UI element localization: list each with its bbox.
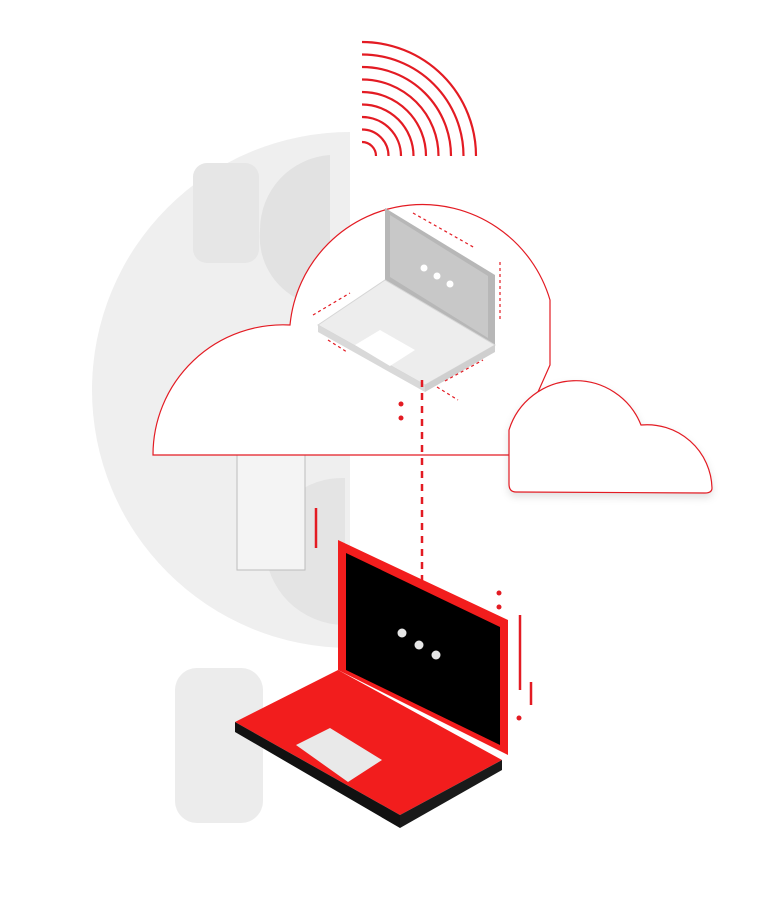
cloud-laptop-icon xyxy=(312,208,501,401)
signal-wave-arc xyxy=(361,140,378,157)
signal-wave-arc xyxy=(361,40,478,157)
signal-wave-arc xyxy=(361,115,403,157)
signal-wave-arc xyxy=(361,128,390,157)
signal-wave-arc xyxy=(361,78,440,157)
laptop-icon xyxy=(235,540,508,828)
small-cloud-icon xyxy=(508,380,713,494)
signal-wave-arc xyxy=(361,53,465,157)
gray-outline-block xyxy=(236,455,306,571)
gray-block-bottom xyxy=(175,668,263,823)
signal-wave-arc xyxy=(361,90,428,157)
signal-wave-arc xyxy=(361,65,453,157)
gray-block-top xyxy=(193,163,259,263)
signal-wave-arc xyxy=(361,103,415,157)
signal-waves-icon xyxy=(361,40,478,157)
